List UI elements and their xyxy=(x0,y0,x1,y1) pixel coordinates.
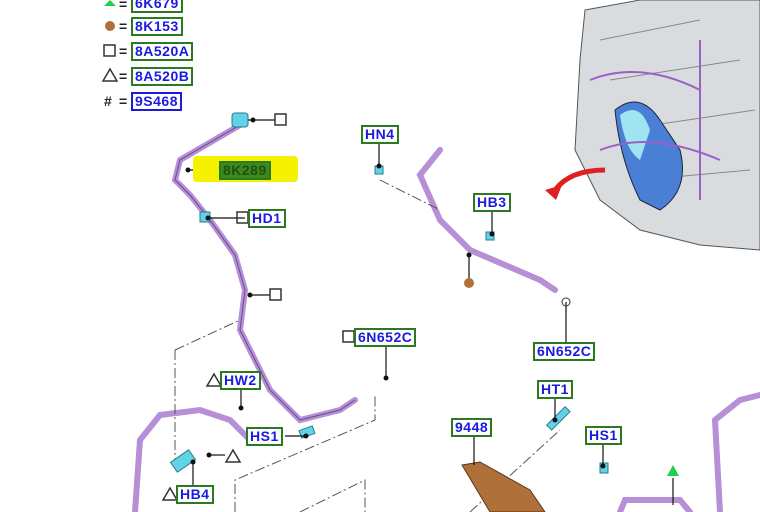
callout-hs1-left[interactable]: HS1 xyxy=(246,427,283,446)
legend-equals: = xyxy=(119,43,128,59)
callout-hd1[interactable]: HD1 xyxy=(248,209,286,228)
legend-equals: = xyxy=(119,0,128,12)
hash-symbol: # xyxy=(104,93,112,109)
legend-code-8k153[interactable]: 8K153 xyxy=(131,17,183,36)
callout-6n652c-top[interactable]: 6N652C xyxy=(354,328,417,347)
callout-hb3[interactable]: HB3 xyxy=(473,193,511,212)
green-triangle-marker xyxy=(667,465,679,476)
legend-equals: = xyxy=(119,93,128,109)
callout-hn4[interactable]: HN4 xyxy=(361,125,399,144)
legend-code-6k679[interactable]: 6K679 xyxy=(131,0,183,13)
legend-code-9s468[interactable]: 9S468 xyxy=(131,92,182,111)
callout-ht1[interactable]: HT1 xyxy=(537,380,573,399)
callout-hs1-right[interactable]: HS1 xyxy=(585,426,622,445)
callout-6n652c-right[interactable]: 6N652C xyxy=(533,342,596,361)
leader-lines xyxy=(188,119,674,505)
legend-equals: = xyxy=(119,68,128,84)
callout-hw2[interactable]: HW2 xyxy=(220,371,261,390)
legend-code-8a520b[interactable]: 8A520B xyxy=(131,67,194,86)
brown-circle-marker xyxy=(464,278,474,288)
callout-9448[interactable]: 9448 xyxy=(451,418,493,437)
callout-8k289[interactable]: 8K289 xyxy=(219,161,271,180)
engine-illustration xyxy=(574,0,760,251)
bracket-9448 xyxy=(461,461,546,512)
legend-equals: = xyxy=(119,18,128,34)
legend-code-8a520a[interactable]: 8A520A xyxy=(131,42,194,61)
callout-hb4[interactable]: HB4 xyxy=(176,485,214,504)
